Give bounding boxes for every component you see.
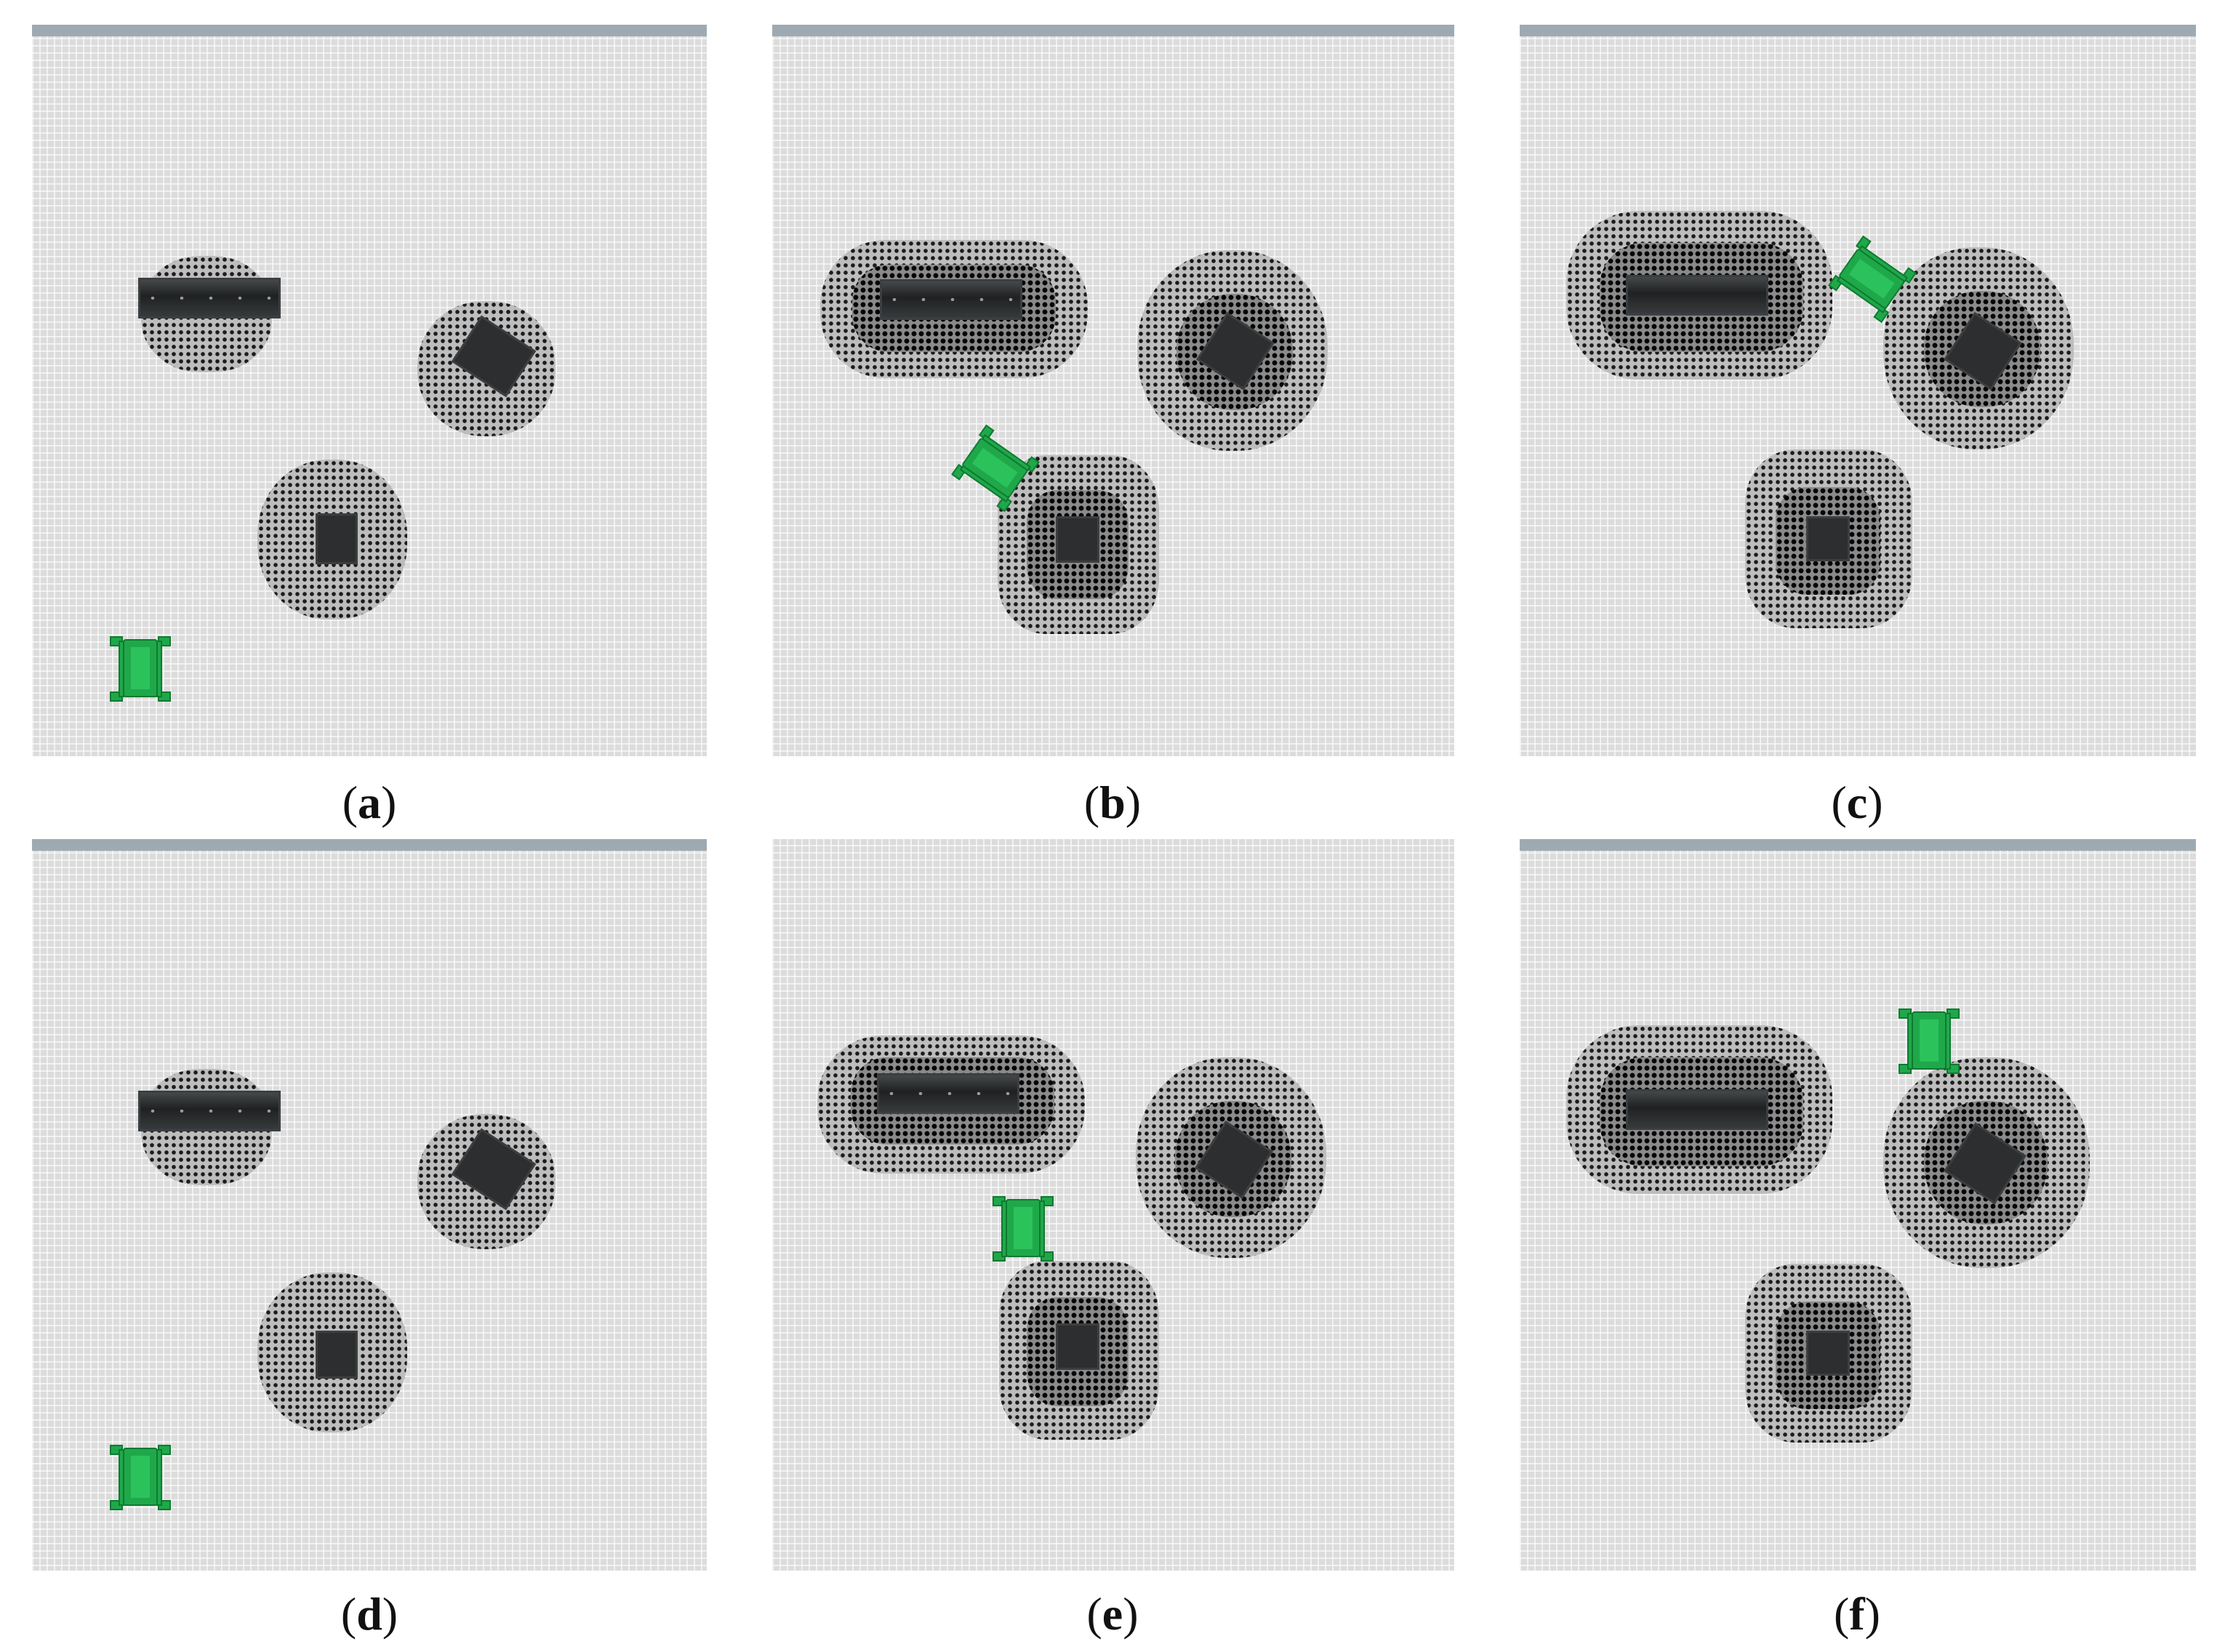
obstacle-square bbox=[1056, 1323, 1099, 1370]
obstacle-square bbox=[316, 513, 358, 564]
obstacle-square bbox=[1806, 1331, 1850, 1376]
robot-icon bbox=[108, 633, 173, 705]
robot-icon bbox=[1896, 1005, 1962, 1078]
panel-header-strip bbox=[32, 25, 707, 36]
robot-icon bbox=[108, 1441, 173, 1514]
caption-a: (a) bbox=[342, 777, 397, 828]
robot-icon bbox=[990, 1192, 1056, 1265]
inflation-zone bbox=[998, 455, 1159, 634]
inflation-zone-inner bbox=[1776, 1302, 1880, 1409]
panel-header-strip bbox=[32, 839, 707, 851]
inflation-zone-inner bbox=[1027, 490, 1128, 599]
obstacle-bar bbox=[1626, 1089, 1768, 1130]
inflation-zone-inner bbox=[1027, 1297, 1128, 1406]
panel-b bbox=[772, 25, 1454, 756]
panel-header-strip bbox=[1520, 25, 2196, 36]
caption-d: (d) bbox=[340, 1588, 398, 1640]
panel-f bbox=[1520, 839, 2196, 1571]
obstacle-bar bbox=[138, 1091, 281, 1131]
obstacle-bar bbox=[877, 1073, 1019, 1114]
panel-header-strip bbox=[1520, 839, 2196, 851]
obstacle-bar bbox=[138, 278, 281, 318]
panel-c bbox=[1520, 25, 2196, 756]
robot-icon bbox=[947, 420, 1044, 516]
obstacle-square bbox=[1056, 516, 1099, 563]
robot-icon bbox=[1824, 231, 1921, 326]
panel-header-strip bbox=[772, 25, 1454, 36]
obstacle-bar bbox=[1626, 275, 1768, 316]
caption-c: (c) bbox=[1831, 777, 1883, 828]
panel-e bbox=[772, 839, 1454, 1571]
obstacle-square bbox=[316, 1331, 358, 1379]
caption-e: (e) bbox=[1086, 1588, 1139, 1640]
panel-d bbox=[32, 839, 707, 1571]
panel-a bbox=[32, 25, 707, 756]
obstacle-bar bbox=[880, 279, 1022, 320]
caption-b: (b) bbox=[1083, 777, 1142, 828]
caption-f: (f) bbox=[1834, 1588, 1880, 1640]
inflation-zone-inner bbox=[1776, 487, 1880, 595]
obstacle-square bbox=[1806, 516, 1850, 561]
